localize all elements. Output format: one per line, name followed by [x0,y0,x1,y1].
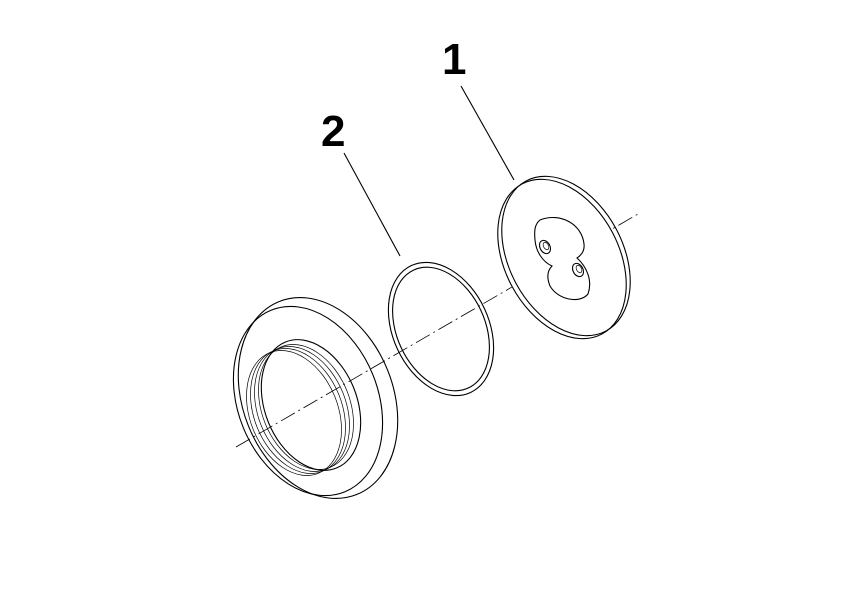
retaining-nut [232,297,399,499]
plate-screw-hole [538,239,552,255]
leader-line-1 [460,85,515,181]
callout-label-1: 1 [442,35,466,84]
plate-screw-hole [571,262,585,278]
leader-line-2 [343,152,401,257]
plate-center-opening [534,216,591,301]
o-ring [387,261,495,397]
escutcheon-plate [496,175,631,340]
callout-label-2: 2 [321,107,345,156]
